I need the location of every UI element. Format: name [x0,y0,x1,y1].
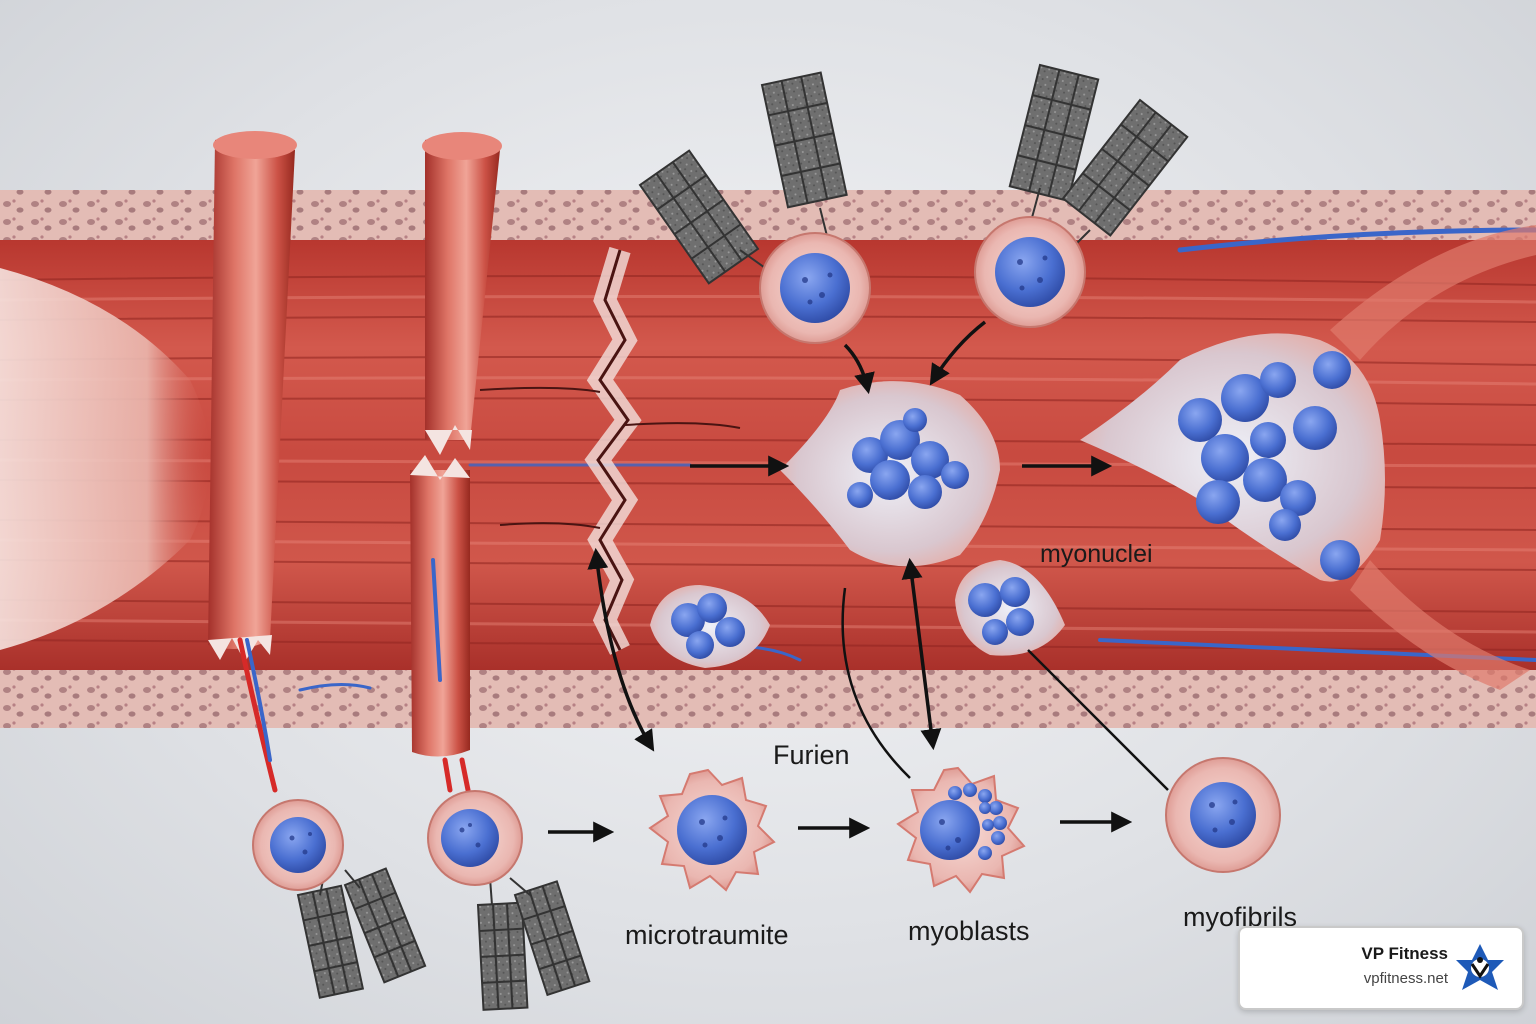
satellite-cell-bottom-2 [428,791,522,885]
brand-name: VP Fitness [1361,944,1448,964]
label-furien: Furien [773,740,850,771]
label-microtraumite: microtraumite [625,920,789,951]
label-myonuclei: myonuclei [1040,540,1153,569]
myoblast-cell [898,768,1024,892]
satellite-cell-top-right [975,217,1085,327]
brand-badge[interactable]: VP Fitness vpfitness.net [1238,926,1524,1010]
satellite-cell-top-left [760,233,870,343]
myofibril-cell [1166,758,1280,872]
label-myoblasts: myoblasts [908,916,1030,947]
activated-cell-microtraumite [650,770,774,890]
brand-url: vpfitness.net [1364,970,1448,987]
vp-fitness-logo-icon [1454,942,1506,994]
satellite-cell-bottom-1 [253,800,343,890]
